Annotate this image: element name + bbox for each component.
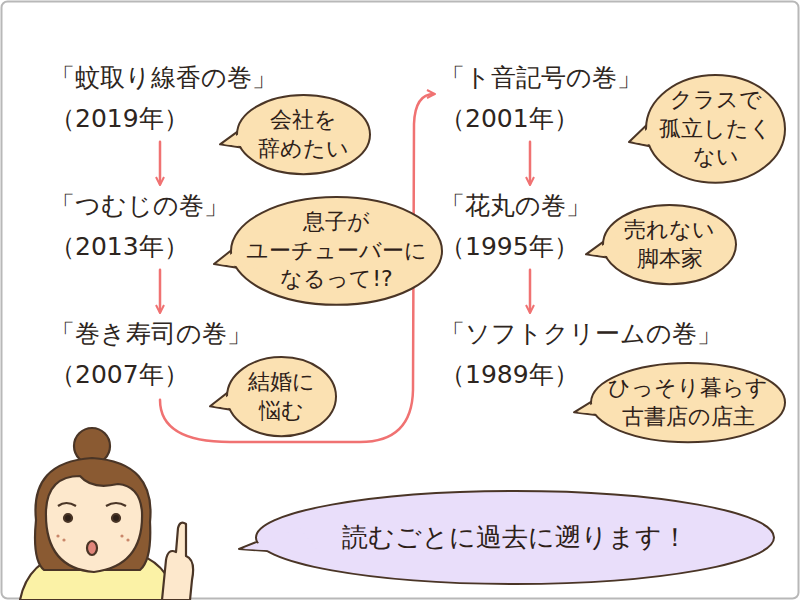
episode-entry: 「ト音記号の巻」 （2001年） xyxy=(440,62,642,136)
bubble-tail-join xyxy=(590,236,620,257)
episode-title: 「ソフトクリームの巻」 xyxy=(440,318,722,349)
bubble-tail-join xyxy=(243,528,319,553)
speech-bubble: 売れない 脚本家 xyxy=(602,204,737,285)
bubble-tail-join xyxy=(214,388,241,409)
episode-title: 「ト音記号の巻」 xyxy=(440,62,642,93)
timeline-arrow xyxy=(159,270,162,312)
episode-entry: 「巻き寿司の巻」 （2007年） xyxy=(50,318,252,392)
bubble-tail-join xyxy=(224,126,254,147)
bubble-body xyxy=(256,491,774,584)
bubble-body xyxy=(237,95,370,174)
bubble-text: クラスで 孤立したく ない xyxy=(659,86,772,172)
episode-year: （2001年） xyxy=(440,103,642,136)
episode-title: 「つむじの巻」 xyxy=(50,190,229,221)
bubble-outline xyxy=(602,204,737,285)
speech-bubble: 息子が ユーチューバーに なるって!? xyxy=(230,196,443,306)
timeline-arrow xyxy=(529,142,532,184)
girl-figure xyxy=(20,428,193,600)
bubble-text: 会社を 辞めたい xyxy=(258,106,349,163)
episode-year: （2013年） xyxy=(50,231,229,264)
timeline-arrow xyxy=(529,270,532,312)
bubble-body xyxy=(603,205,736,284)
bubble-text: 息子が ユーチューバーに なるって!? xyxy=(246,208,427,294)
episode-title: 「蚊取り線香の巻」 xyxy=(50,62,277,93)
episode-year: （2007年） xyxy=(50,359,252,392)
speech-bubble: 会社を 辞めたい xyxy=(236,94,371,175)
speech-bubble: クラスで 孤立したく ない xyxy=(645,74,786,184)
bubble-text: 結婚に 悩む xyxy=(248,368,315,425)
bubble-body xyxy=(231,197,442,305)
bubble-body xyxy=(591,363,785,442)
speech-bubble: 結婚に 悩む xyxy=(226,356,337,437)
episode-entry: 「つむじの巻」 （2013年） xyxy=(50,190,229,264)
timeline-arrow xyxy=(159,142,162,184)
bubble-outline xyxy=(236,94,371,175)
speech-bubble: 読むごとに過去に遡ります！ xyxy=(255,490,775,585)
bubble-text: 売れない 脚本家 xyxy=(624,216,715,273)
bubble-body xyxy=(227,357,336,436)
bubble-body xyxy=(646,75,785,183)
episode-title: 「花丸の巻」 xyxy=(440,190,591,221)
episode-year: （1995年） xyxy=(440,231,591,264)
episode-title: 「巻き寿司の巻」 xyxy=(50,318,252,349)
bubble-text: ひっそり暮らす 古書店の店主 xyxy=(608,374,768,431)
bubble-text: 読むごとに過去に遡ります！ xyxy=(342,521,688,555)
bubble-outline xyxy=(590,362,786,443)
bubble-outline xyxy=(226,356,337,437)
episode-entry: 「花丸の巻」 （1995年） xyxy=(440,190,591,264)
speech-bubble: ひっそり暮らす 古書店の店主 xyxy=(590,362,786,443)
